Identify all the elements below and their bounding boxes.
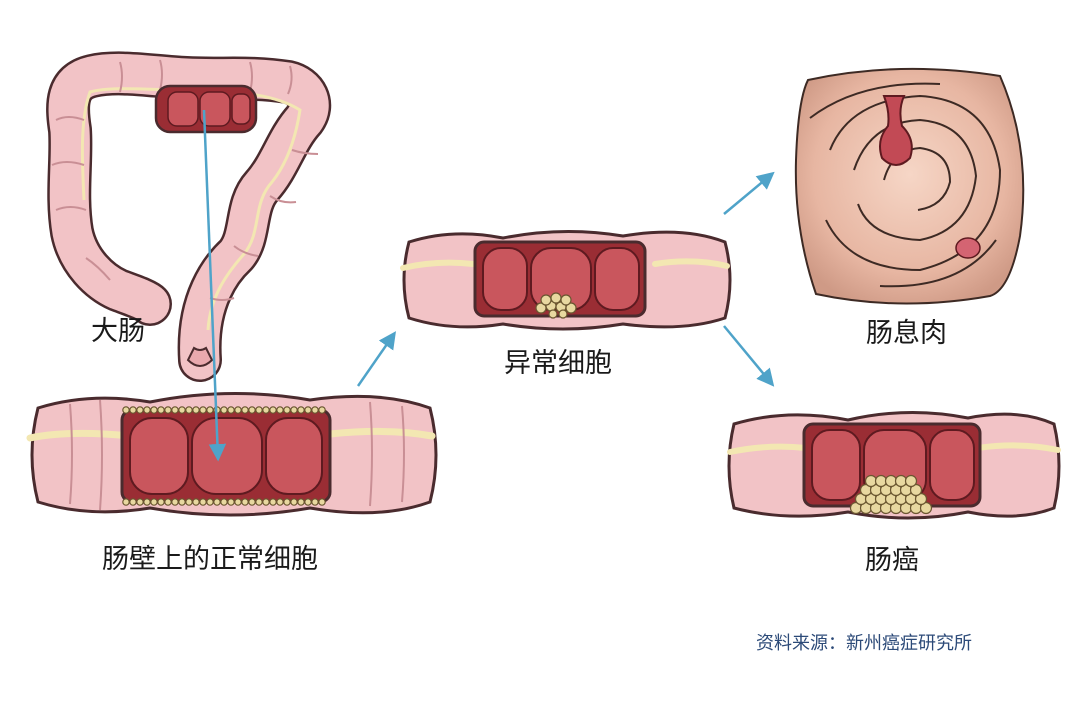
cell-bead — [269, 498, 277, 506]
cell-bead — [283, 498, 291, 506]
abnormal-cells-illustration — [400, 229, 732, 331]
label-large-intestine: 大肠 — [91, 316, 145, 347]
arrow-normal-to-abnormal — [356, 331, 396, 387]
cell-bead — [227, 498, 235, 506]
cell-bead — [122, 498, 130, 506]
cell-bead — [234, 498, 242, 506]
cell-bead — [248, 498, 256, 506]
cell-bead — [136, 406, 144, 414]
cell-bead — [318, 406, 326, 414]
cell-bead — [164, 498, 172, 506]
cell-bead — [276, 498, 284, 506]
cell-bead — [143, 406, 151, 414]
cell-bead — [241, 406, 249, 414]
cell-bead — [206, 406, 214, 414]
tumor-cell — [919, 501, 933, 515]
cell-bead — [129, 498, 137, 506]
cell-bead — [227, 406, 235, 414]
arrow-intestine-to-normal — [202, 109, 227, 462]
cell-bead — [234, 406, 242, 414]
cell-bead — [283, 406, 291, 414]
label-normal-cells: 肠壁上的正常细胞 — [102, 544, 318, 575]
cell-row-bottom — [122, 498, 326, 506]
large-intestine-illustration — [46, 51, 332, 382]
cell-bead — [157, 498, 165, 506]
cell-bead — [297, 406, 305, 414]
cell-bead — [297, 498, 305, 506]
label-abnormal-cells: 异常细胞 — [504, 348, 612, 379]
cell-bead — [311, 498, 319, 506]
cell-bead — [213, 498, 221, 506]
cell-bead — [199, 406, 207, 414]
tumor-cell — [894, 474, 908, 488]
cell-bead — [262, 498, 270, 506]
tumor-cell — [864, 474, 878, 488]
cell-bead — [206, 498, 214, 506]
cell-bead — [262, 406, 270, 414]
arrow-abnormal-to-cancer — [723, 325, 775, 387]
cell-bead — [192, 406, 200, 414]
cell-bead — [255, 406, 263, 414]
arrow-abnormal-to-polyp — [723, 171, 775, 215]
cell-bead — [318, 498, 326, 506]
cell-bead — [192, 498, 200, 506]
cancer-illustration — [727, 411, 1061, 520]
cell-bead — [220, 498, 228, 506]
cell-bead — [164, 406, 172, 414]
cell-bead — [220, 406, 228, 414]
normal-cells-illustration — [26, 391, 438, 517]
cell-bead — [304, 498, 312, 506]
cell-bead — [276, 406, 284, 414]
cell-bead — [136, 498, 144, 506]
cell-bead — [178, 498, 186, 506]
tumor-cell — [909, 483, 923, 497]
cell-bead — [185, 406, 193, 414]
cell-bead — [199, 498, 207, 506]
source-credit: 资料来源：新州癌症研究所 — [756, 633, 972, 654]
label-polyp: 肠息肉 — [866, 318, 947, 349]
cell-bead — [248, 406, 256, 414]
cell-bead — [269, 406, 277, 414]
cell-bead — [290, 498, 298, 506]
label-cancer: 肠癌 — [865, 545, 919, 576]
cell-bead — [185, 498, 193, 506]
cell-bead — [290, 406, 298, 414]
cell-bead — [157, 406, 165, 414]
cell-bead — [178, 406, 186, 414]
cell-bead — [255, 498, 263, 506]
tumor-cell — [884, 474, 898, 488]
cell-bead — [171, 498, 179, 506]
cell-bead — [241, 498, 249, 506]
tumor-cell — [914, 492, 928, 506]
cell-bead — [122, 406, 130, 414]
flow-arrows — [202, 109, 775, 462]
cell-bead — [171, 406, 179, 414]
cell-bead — [304, 406, 312, 414]
tumor-cell — [874, 474, 888, 488]
cell-bead — [150, 406, 158, 414]
cell-bead — [129, 406, 137, 414]
cell-row-top — [122, 406, 326, 414]
cell-bead — [150, 498, 158, 506]
tumor-cell — [904, 474, 918, 488]
tumor-cluster — [849, 474, 933, 515]
cell-bead — [143, 498, 151, 506]
polyp-illustration — [794, 67, 1025, 305]
cell-bead — [311, 406, 319, 414]
